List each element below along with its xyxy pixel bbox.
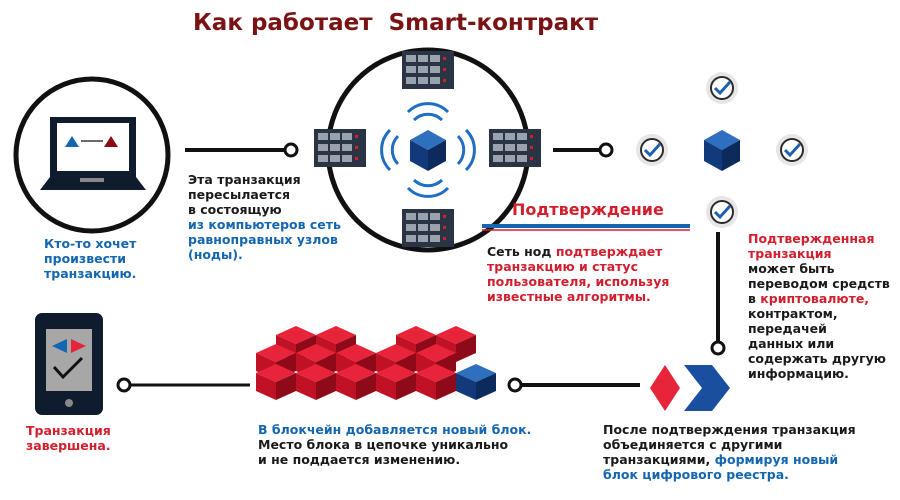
caption-line: пересылается	[188, 187, 291, 202]
caption-line: завершена.	[26, 438, 111, 453]
caption-line: данных или	[748, 336, 835, 351]
caption-line: транзакцию.	[44, 266, 137, 281]
caption-line: равноправных узлов	[188, 232, 338, 247]
caption-line: в состоящую	[188, 202, 282, 217]
caption-line: может быть	[748, 261, 835, 276]
node-network-icon	[314, 47, 541, 253]
caption-line: транзакцию и статус	[487, 259, 638, 274]
confirm-caption: Сеть нод подтверждает транзакцию и стату…	[487, 244, 669, 304]
caption-line: и не поддается изменению.	[258, 452, 461, 467]
new-block-logo	[650, 365, 730, 411]
caption-highlight: криптовалюте,	[760, 291, 870, 306]
laptop-icon	[13, 76, 171, 234]
chain-caption: В блокчейн добавляется новый блок. Место…	[258, 422, 531, 467]
caption-line: передачей	[748, 321, 827, 336]
caption-line: произвести	[44, 251, 126, 266]
block-caption: После подтверждения транзакция объединяе…	[603, 422, 856, 482]
caption-line: (ноды).	[188, 247, 243, 262]
initiate-caption: Кто-то хочет произвести транзакцию.	[44, 236, 136, 281]
caption-line: пользователя, используя	[487, 274, 670, 289]
confirm-heading: Подтверждение	[512, 200, 664, 219]
caption-line: В блокчейн добавляется новый блок.	[258, 422, 532, 437]
broadcast-caption: Эта транзакция пересылается в состоящую …	[188, 172, 341, 262]
caption-line: блок цифрового реестра.	[603, 467, 789, 482]
caption-line: После подтверждения транзакция	[603, 422, 856, 437]
confirmed-caption: Подтвержденная транзакция может быть пер…	[748, 231, 890, 381]
caption-line: информацию.	[748, 366, 849, 381]
caption-line: из компьютеров сеть	[188, 217, 341, 232]
caption-line: известные алгоритмы.	[487, 289, 651, 304]
caption-text: в	[748, 291, 761, 306]
caption-line: Кто-то хочет	[44, 236, 137, 251]
phone-icon	[35, 313, 103, 415]
caption-text: Сеть нод	[487, 244, 556, 259]
caption-line: объединяется с другими	[603, 437, 783, 452]
caption-line: переводом средств	[748, 276, 890, 291]
caption-line: Транзакция	[26, 423, 111, 438]
page-title: Как работает Smart-контракт	[193, 10, 599, 36]
caption-line: Подтвержденная	[748, 231, 875, 246]
caption-line: содержать другую	[748, 351, 886, 366]
caption-line: транзакция	[748, 246, 832, 261]
caption-highlight: подтверждает	[555, 244, 663, 259]
caption-text: транзакциями,	[603, 452, 715, 467]
done-caption: Транзакция завершена.	[26, 423, 111, 453]
blockchain-cubes-icon	[256, 326, 496, 400]
caption-line: Место блока в цепочке уникально	[258, 437, 509, 452]
caption-highlight: формируя новый	[714, 452, 839, 467]
caption-line: Эта транзакция	[188, 172, 301, 187]
caption-line: контрактом,	[748, 306, 838, 321]
